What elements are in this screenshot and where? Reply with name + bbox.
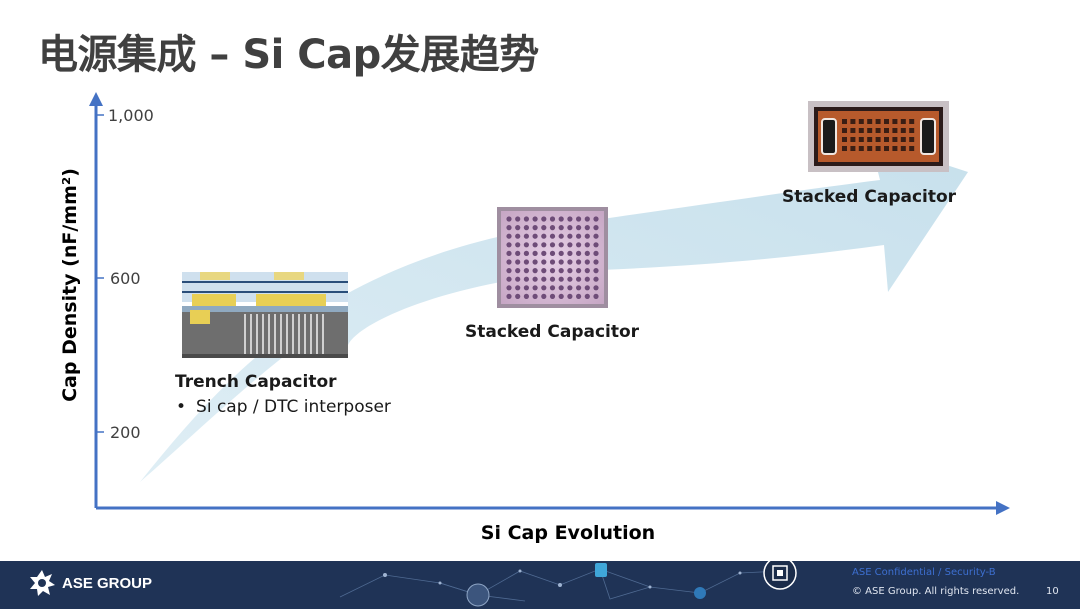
stage-1-bullet: • Si cap / DTC interposer: [176, 397, 391, 417]
ase-logo-icon: [30, 570, 55, 596]
y-axis-label: Cap Density (nF/mm²): [59, 168, 81, 402]
trench-capacitor-image: [182, 270, 348, 358]
ase-logo-text: ASE GROUP: [62, 574, 153, 592]
copyright-notice: © ASE Group. All rights reserved.: [852, 586, 1020, 597]
confidential-notice: ASE Confidential / Security-B: [852, 567, 996, 578]
growth-arrow: [140, 140, 968, 482]
stage-2-label: Stacked Capacitor: [465, 322, 640, 342]
trench-lines: [244, 314, 324, 354]
bullet-dot: •: [176, 397, 187, 417]
y-tick-label: 1,000: [108, 106, 154, 125]
x-axis-arrowhead: [996, 501, 1010, 515]
stage-1-label: Trench Capacitor: [175, 372, 337, 392]
slide-title: 电源集成 – Si Cap发展趋势: [38, 32, 539, 78]
y-axis-arrowhead: [89, 92, 103, 106]
chart-graphic: [89, 92, 1010, 515]
stacked-capacitor-die-image: [497, 207, 608, 308]
page-number: 10: [1046, 586, 1059, 597]
x-axis-label: Si Cap Evolution: [480, 522, 656, 544]
stage-1-bullet-text: Si cap / DTC interposer: [196, 397, 391, 417]
footer-network-decoration: [339, 561, 797, 607]
stage-3-label: Stacked Capacitor: [782, 187, 957, 207]
footer-bar: ASE GROUP ASE Confidential / Security-B …: [0, 561, 1080, 609]
y-tick-label: 600: [110, 269, 141, 288]
stacked-capacitor-component-image: [808, 101, 949, 172]
ase-logo: ASE GROUP: [28, 569, 152, 597]
y-tick-label: 200: [110, 423, 141, 442]
